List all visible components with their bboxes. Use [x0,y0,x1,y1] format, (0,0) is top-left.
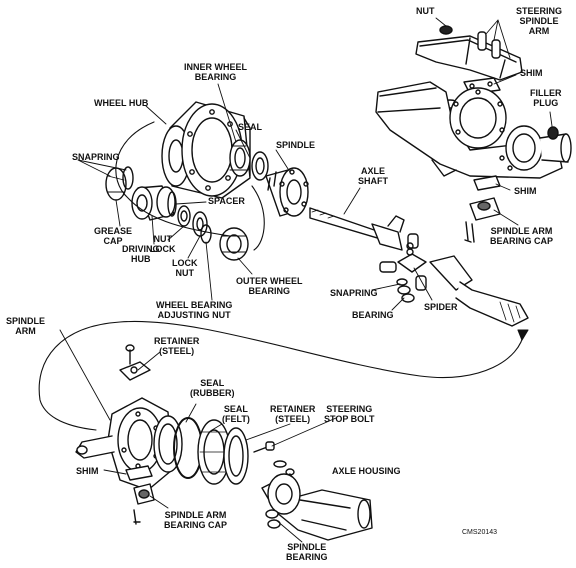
label-seal-rubber: SEAL (RUBBER) [190,378,235,398]
label-filler-plug: FILLER PLUG [530,88,562,108]
bearing-part [397,285,415,303]
retainer-steel-2-part [223,427,249,485]
label-axle-shaft: AXLE SHAFT [358,166,388,186]
inner-axle-shaft-part [429,255,529,327]
leader-lines [59,17,553,543]
label-wheel-hub: WHEEL HUB [94,98,149,108]
shim-bottom-part [125,465,153,481]
axle-housing-top-part [375,81,572,179]
spindle-arm-bearing-cap-bottom-part [133,483,155,525]
driving-hub-part [131,185,176,221]
label-inner-wheel-bearing: INNER WHEEL BEARING [184,62,247,82]
lock-nut-part [192,211,208,237]
filler-plug-part [547,126,559,140]
label-steering-stop-bolt: STEERING STOP BOLT [324,404,375,424]
spindle-top-part [265,167,309,217]
nut-lock-part [177,205,191,227]
exploded-view-paths [38,121,529,431]
label-retainer-steel-1: RETAINER (STEEL) [154,336,200,356]
label-steering-spindle-arm: STEERING SPINDLE ARM [516,6,563,36]
shim-right-part [473,175,501,191]
label-nut: NUT [416,6,435,16]
wheel-hub-part [161,101,251,199]
outer-wheel-bearing-part [219,227,249,261]
label-spindle-top: SPINDLE [276,140,316,150]
steering-spindle-arm-part [415,25,523,113]
axle-shaft-part [309,207,405,251]
snapring-left-part [122,166,134,190]
spindle-bearing-part [265,509,281,529]
label-spindle-arm-bearing-cap-right: SPINDLE ARM BEARING CAP [490,226,554,246]
retainer-steel-1-part [153,415,183,473]
label-shim-bottom: SHIM [76,466,99,476]
label-bearing: BEARING [352,310,394,320]
snapring-right-part [396,278,408,286]
steering-stop-bolt-part [253,441,295,476]
label-snapring-right: SNAPRING [330,288,378,298]
label-snapring-left: SNAPRING [72,152,120,162]
label-axle-housing: AXLE HOUSING [332,466,401,476]
label-nut-lock: NUT LOCK [150,234,176,254]
axle-housing-bottom-part [261,473,373,541]
label-driving-hub: DRIVING HUB [122,244,160,264]
label-figure-code: CMS20143 [462,529,498,536]
label-spider: SPIDER [424,302,458,312]
label-wheel-bearing-adjusting-nut: WHEEL BEARING ADJUSTING NUT [156,300,233,320]
label-shim-top: SHIM [520,68,543,78]
label-spindle-arm-bearing-cap-bottom: SPINDLE ARM BEARING CAP [164,510,228,530]
spider-part [379,233,427,291]
label-seal-top: SEAL [238,122,263,132]
bolt-top-part [119,344,151,381]
seal-top-part [251,151,269,181]
label-lock-nut: LOCK NUT [172,258,198,278]
label-outer-wheel-bearing: OUTER WHEEL BEARING [236,276,303,296]
label-grease-cap: GREASE CAP [94,226,133,246]
label-retainer-steel-2: RETAINER (STEEL) [270,404,316,424]
label-seal-felt: SEAL (FELT) [222,404,250,424]
label-spindle-arm: SPINDLE ARM [6,316,46,336]
label-spacer: SPACER [208,196,245,206]
label-spindle-bearing: SPINDLE BEARING [286,542,328,562]
inner-wheel-bearing-part [229,139,251,177]
label-shim-right: SHIM [514,186,537,196]
